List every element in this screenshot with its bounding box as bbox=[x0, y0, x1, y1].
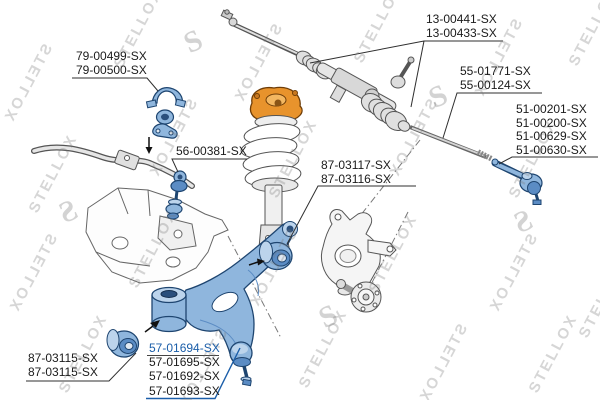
part-number-link[interactable]: 87-03115-SX bbox=[28, 351, 98, 365]
label-tie-rod-end: 51-00201-SX 51-00200-SX 51-00629-SX 51-0… bbox=[516, 102, 587, 157]
part-number-link[interactable]: 51-00630-SX bbox=[516, 142, 587, 157]
label-steering-rack: 13-00441-SX 13-00433-SX bbox=[426, 12, 497, 40]
label-control-arm: 57-01694-SX 57-01695-SX 57-01692-SX 57-0… bbox=[149, 341, 220, 398]
assembly-arrow-up-right bbox=[144, 320, 160, 333]
stabilizer-bar-drawing bbox=[31, 144, 195, 189]
part-number-link[interactable]: 79-00499-SX bbox=[76, 49, 147, 63]
part-number-link[interactable]: 57-01692-SX bbox=[149, 369, 220, 384]
part-number-link[interactable]: 55-00124-SX bbox=[460, 77, 531, 92]
assembly-arrow-down bbox=[145, 137, 153, 154]
arm-front-bushing-barrel bbox=[151, 286, 187, 333]
part-number-link[interactable]: 87-03117-SX bbox=[321, 158, 391, 172]
rack-bellows-right bbox=[360, 92, 411, 132]
part-number-link[interactable]: 87-03115-SX bbox=[28, 364, 98, 379]
part-number-link[interactable]: 57-01693-SX bbox=[149, 383, 220, 398]
tie-rod-end-drawing[interactable] bbox=[491, 158, 543, 205]
arm-ball-joint bbox=[229, 341, 253, 387]
part-number-link[interactable]: 51-00201-SX bbox=[516, 102, 587, 116]
assembly-arrow-right bbox=[248, 258, 265, 266]
leader-lines bbox=[26, 40, 598, 400]
label-stab-bushing: 79-00499-SX 79-00500-SX bbox=[76, 49, 147, 77]
outer-tie-rod-top bbox=[220, 9, 305, 60]
part-number-link[interactable]: 51-00629-SX bbox=[516, 129, 587, 143]
label-arm-front-bushing: 87-03115-SX 87-03115-SX bbox=[28, 351, 98, 379]
part-number-link-highlighted[interactable]: 57-01694-SX bbox=[149, 341, 220, 355]
subframe-drawing bbox=[85, 187, 229, 284]
label-arm-rear-bushing: 87-03117-SX 87-03116-SX bbox=[321, 158, 391, 186]
label-stab-link: 56-00381-SX bbox=[176, 144, 247, 159]
stab-link-drawing[interactable] bbox=[165, 170, 188, 220]
part-number-link[interactable]: 87-03116-SX bbox=[321, 171, 391, 186]
arm-front-bushing-drawing[interactable] bbox=[106, 329, 140, 358]
rack-clamp bbox=[329, 84, 347, 104]
part-number-link[interactable]: 55-01771-SX bbox=[460, 64, 531, 78]
part-number-link[interactable]: 13-00441-SX bbox=[426, 12, 497, 26]
steering-rack-drawing bbox=[220, 9, 415, 132]
part-number-link[interactable]: 79-00500-SX bbox=[76, 62, 147, 77]
knuckle-drawing bbox=[320, 209, 397, 296]
wheel-hub-drawing bbox=[336, 279, 382, 313]
part-number-link[interactable]: 56-00381-SX bbox=[176, 144, 247, 158]
strut-tube bbox=[264, 184, 283, 228]
top-mount-center bbox=[274, 99, 282, 107]
part-number-link[interactable]: 57-01695-SX bbox=[149, 355, 220, 370]
steering-input-shaft bbox=[390, 56, 415, 89]
label-inner-tie-rod: 55-01771-SX 55-00124-SX bbox=[460, 64, 531, 92]
inner-tie-rod-drawing bbox=[409, 125, 494, 162]
arm-rear-bushing-drawing[interactable] bbox=[259, 240, 293, 271]
part-number-link[interactable]: 51-00200-SX bbox=[516, 115, 587, 130]
stab-clamp-kit-drawing[interactable] bbox=[145, 87, 187, 139]
part-number-link[interactable]: 13-00433-SX bbox=[426, 25, 497, 40]
